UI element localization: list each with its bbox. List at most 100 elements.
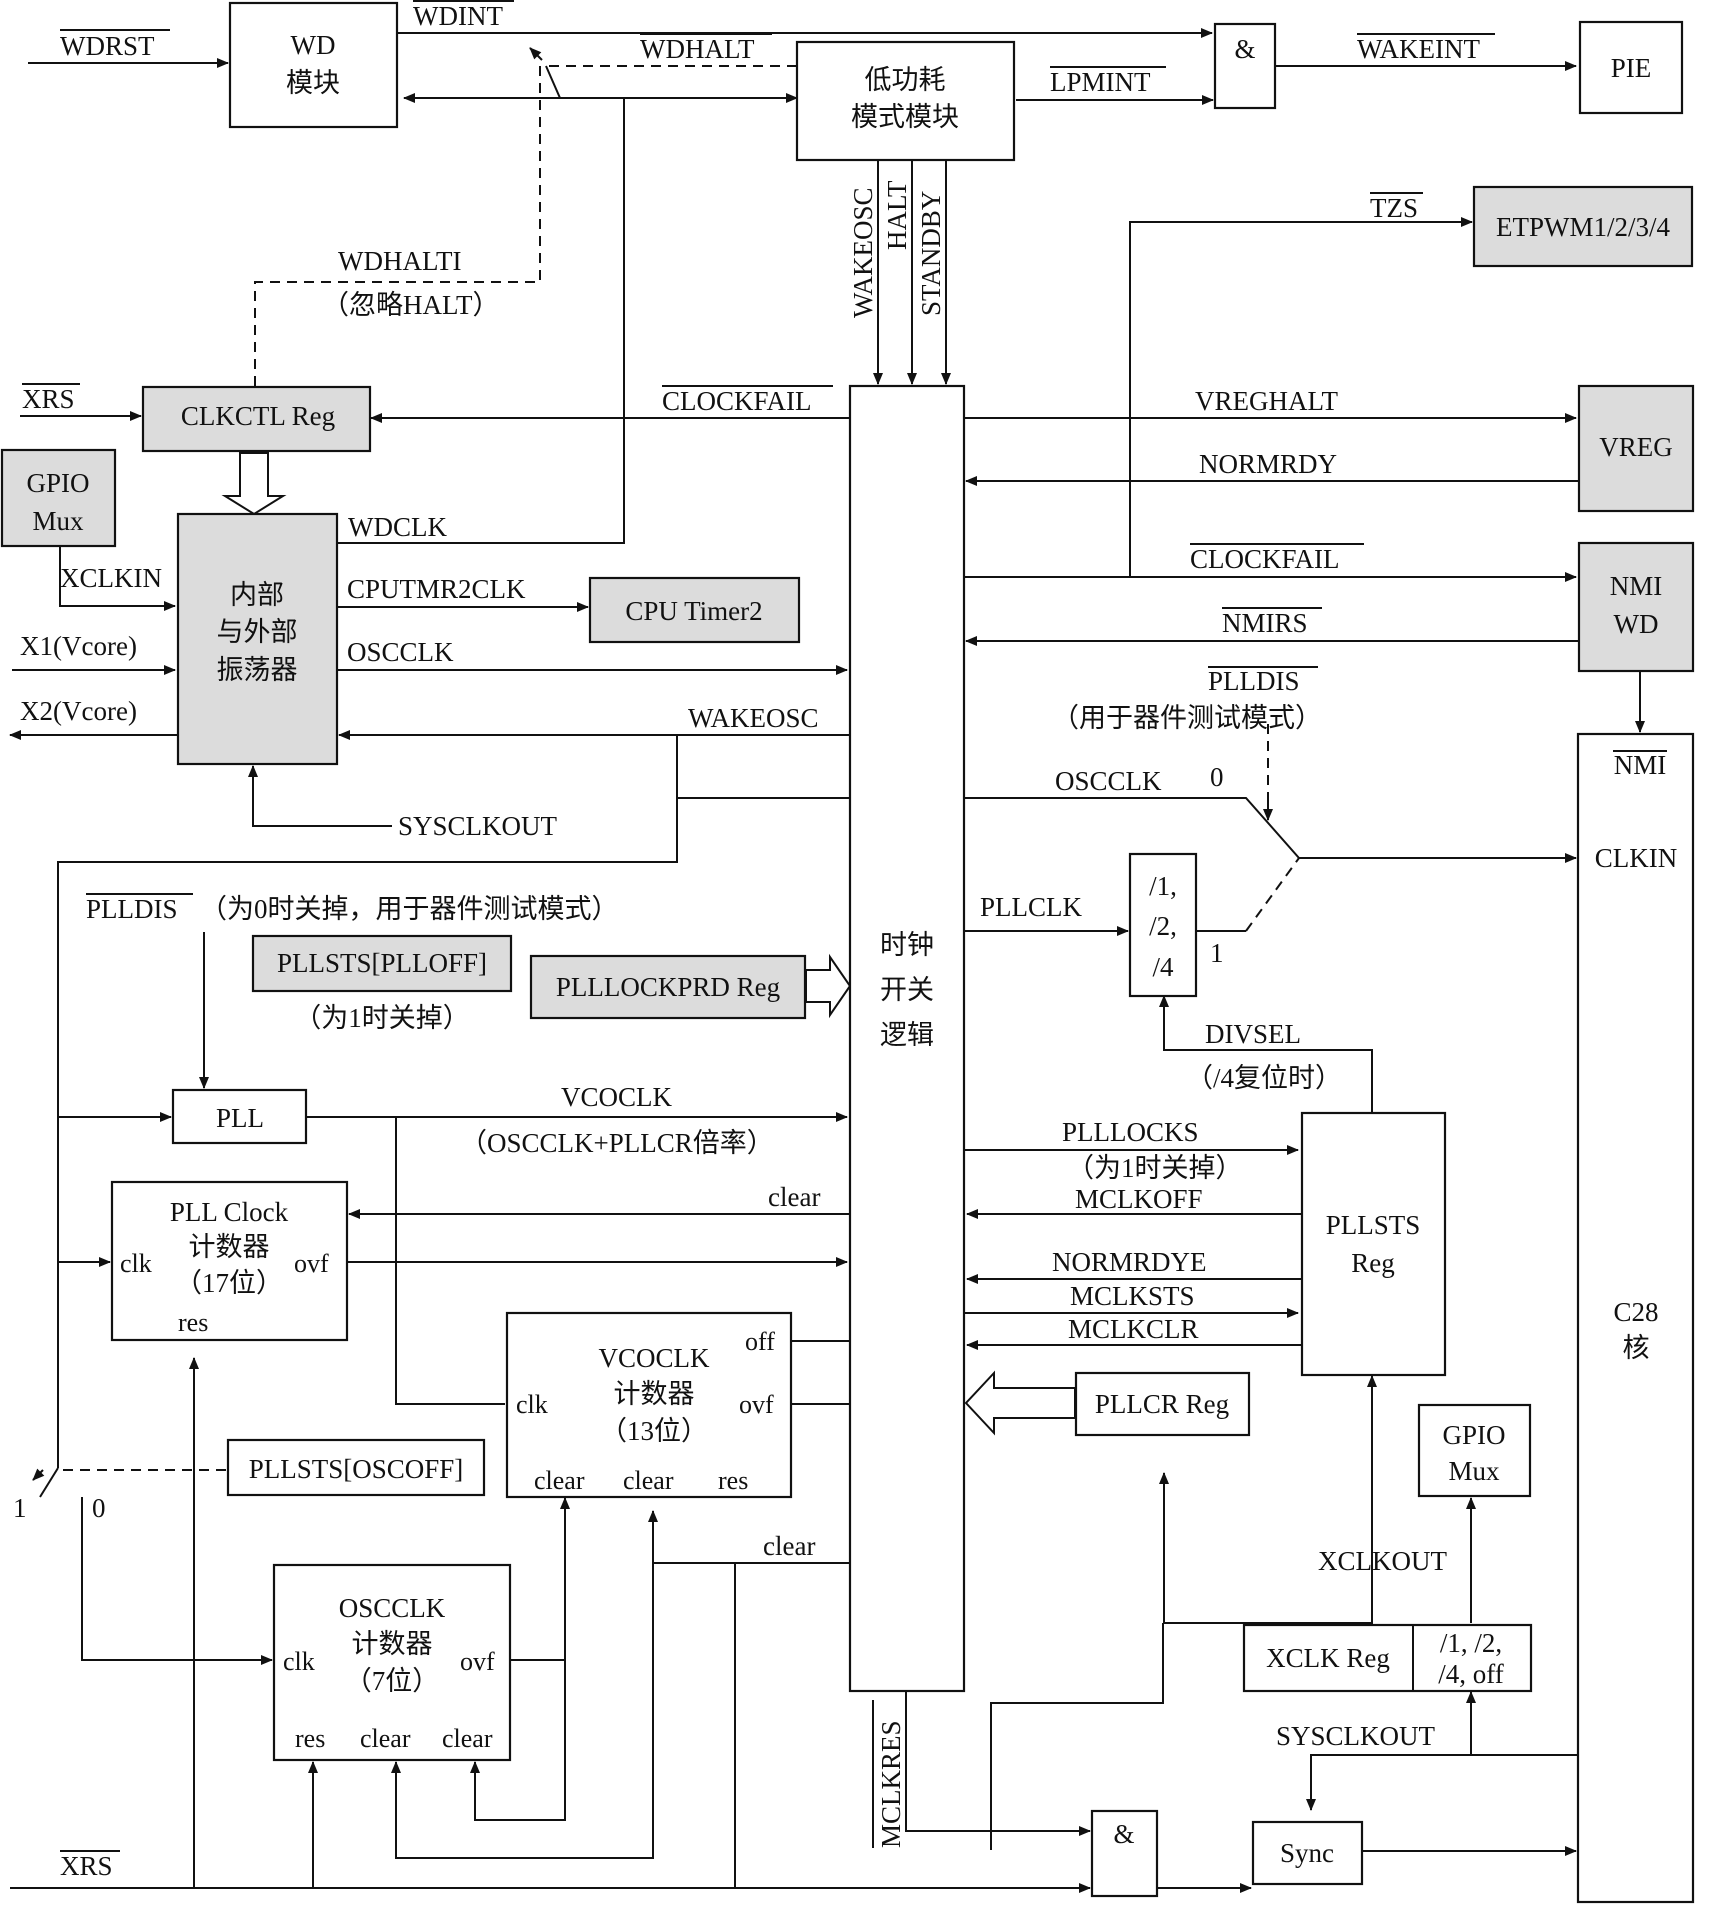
svg-text:（/4复位时）: （/4复位时）	[1186, 1063, 1342, 1093]
block-oscclk-counter: OSCCLK 计数器 （7位） clk ovf res clear clear	[272, 1563, 512, 1762]
block-and-gate-bottom: &	[1090, 1809, 1159, 1898]
svg-text:（为1时关掉）: （为1时关掉）	[1067, 1153, 1243, 1183]
svg-text:/1, /2,: /1, /2,	[1440, 1628, 1502, 1658]
svg-text:NMI: NMI	[1610, 571, 1663, 601]
svg-text:MCLKOFF: MCLKOFF	[1075, 1184, 1203, 1214]
svg-text:Sync: Sync	[1280, 1838, 1334, 1868]
svg-text:SYSCLKOUT: SYSCLKOUT	[398, 811, 558, 841]
svg-text:计数器: 计数器	[614, 1379, 695, 1409]
svg-text:开关: 开关	[880, 975, 934, 1005]
svg-text:/2,: /2,	[1149, 911, 1177, 941]
svg-text:MCLKCLR: MCLKCLR	[1068, 1314, 1199, 1344]
svg-text:&: &	[1234, 34, 1255, 64]
svg-text:DIVSEL: DIVSEL	[1205, 1019, 1301, 1049]
svg-text:PLLCR Reg: PLLCR Reg	[1095, 1389, 1229, 1419]
svg-text:PLLSTS: PLLSTS	[1326, 1210, 1421, 1240]
svg-text:OSCCLK: OSCCLK	[339, 1593, 446, 1623]
svg-text:0: 0	[1210, 762, 1224, 792]
block-etpwm: ETPWM1/2/3/4	[1472, 185, 1694, 268]
svg-text:PLLSTS[PLLOFF]: PLLSTS[PLLOFF]	[277, 948, 487, 978]
svg-text:GPIO: GPIO	[26, 468, 89, 498]
block-c28-core: C28 核 NMI CLKIN	[1576, 732, 1695, 1904]
svg-text:WDRST: WDRST	[60, 31, 155, 61]
svg-text:PLLDIS: PLLDIS	[1208, 666, 1300, 696]
svg-text:CLKIN: CLKIN	[1595, 843, 1678, 873]
svg-text:VREG: VREG	[1599, 432, 1673, 462]
block-gpio-mux-input: GPIO Mux	[0, 448, 117, 548]
svg-text:计数器: 计数器	[352, 1629, 433, 1659]
svg-text:PLLDIS: PLLDIS	[86, 894, 178, 924]
svg-text:res: res	[295, 1724, 325, 1753]
block-pie: PIE	[1578, 20, 1684, 115]
block-pllsts-reg: PLLSTS Reg	[1300, 1111, 1447, 1377]
svg-text:（为0时关掉，用于器件测试模式）: （为0时关掉，用于器件测试模式）	[200, 894, 619, 924]
svg-text:核: 核	[1623, 1333, 1650, 1363]
block-pllsts-oscoff: PLLSTS[OSCOFF]	[226, 1438, 486, 1497]
svg-text:WD: WD	[1614, 609, 1659, 639]
svg-text:/4: /4	[1152, 952, 1174, 982]
svg-text:SYSCLKOUT: SYSCLKOUT	[1276, 1721, 1436, 1751]
svg-text:XCLKIN: XCLKIN	[60, 563, 162, 593]
svg-text:（OSCCLK+PLLCR倍率）: （OSCCLK+PLLCR倍率）	[460, 1128, 774, 1158]
svg-text:clear: clear	[360, 1724, 411, 1753]
svg-text:WDINT: WDINT	[413, 1, 503, 31]
svg-text:res: res	[718, 1466, 748, 1495]
svg-text:clear: clear	[763, 1531, 815, 1561]
block-xclk-reg: XCLK Reg /1, /2, /4, off	[1242, 1623, 1533, 1693]
svg-text:clear: clear	[534, 1466, 585, 1495]
block-wd-module: WD 模块	[228, 1, 399, 129]
svg-text:LPMINT: LPMINT	[1050, 67, 1151, 97]
svg-text:XCLKOUT: XCLKOUT	[1318, 1546, 1447, 1576]
svg-text:WAKEOSC: WAKEOSC	[688, 703, 819, 733]
svg-text:CPU Timer2: CPU Timer2	[625, 596, 762, 626]
svg-text:NMIRS: NMIRS	[1222, 608, 1308, 638]
block-gpio-mux-output: GPIO Mux	[1417, 1403, 1532, 1498]
pllsts-plloff-note: （为1时关掉）	[294, 1003, 470, 1033]
svg-text:计数器: 计数器	[189, 1232, 270, 1262]
svg-text:VREGHALT: VREGHALT	[1195, 386, 1339, 416]
block-pll: PLL	[171, 1088, 308, 1145]
svg-text:NORMRDYE: NORMRDYE	[1052, 1247, 1207, 1277]
svg-text:OSCCLK: OSCCLK	[347, 637, 454, 667]
svg-text:低功耗: 低功耗	[865, 65, 946, 95]
svg-text:PLL: PLL	[216, 1103, 264, 1133]
svg-text:VCOCLK: VCOCLK	[561, 1082, 673, 1112]
svg-text:CPUTMR2CLK: CPUTMR2CLK	[347, 574, 526, 604]
svg-text:HALT: HALT	[882, 180, 912, 250]
block-low-power-mode: 低功耗 模式模块	[795, 40, 1016, 162]
svg-text:/4, off: /4, off	[1438, 1659, 1504, 1689]
svg-text:PLLLOCKPRD Reg: PLLLOCKPRD Reg	[556, 972, 780, 1002]
svg-text:clear: clear	[623, 1466, 674, 1495]
svg-text:（13位）: （13位）	[600, 1416, 708, 1446]
svg-text:ovf: ovf	[460, 1647, 495, 1676]
svg-text:（7位）: （7位）	[345, 1666, 440, 1696]
block-vcoclk-counter: VCOCLK 计数器 （13位） clk off ovf clear clear…	[505, 1311, 793, 1499]
svg-text:MCLKSTS: MCLKSTS	[1070, 1281, 1195, 1311]
svg-text:逻辑: 逻辑	[880, 1020, 934, 1050]
block-nmi-wd: NMI WD	[1577, 541, 1695, 673]
svg-text:0: 0	[92, 1493, 106, 1523]
block-vreg: VREG	[1577, 384, 1695, 513]
svg-text:ETPWM1/2/3/4: ETPWM1/2/3/4	[1496, 212, 1670, 242]
svg-text:clk: clk	[283, 1647, 315, 1676]
svg-text:X2(Vcore): X2(Vcore)	[20, 696, 137, 726]
svg-text:clk: clk	[120, 1249, 152, 1278]
svg-text:与外部: 与外部	[217, 617, 298, 647]
svg-text:内部: 内部	[230, 580, 284, 610]
svg-text:&: &	[1113, 1819, 1134, 1849]
block-oscillator: 内部 与外部 振荡器	[176, 512, 339, 766]
svg-text:XCLK Reg: XCLK Reg	[1266, 1643, 1390, 1673]
svg-text:Mux: Mux	[1448, 1456, 1500, 1486]
svg-text:Reg: Reg	[1351, 1248, 1395, 1278]
svg-text:XRS: XRS	[60, 1851, 113, 1881]
svg-text:WDHALT: WDHALT	[640, 34, 755, 64]
svg-text:CLKCTL Reg: CLKCTL Reg	[181, 401, 335, 431]
svg-text:WAKEOSC: WAKEOSC	[848, 187, 878, 318]
block-divider: /1, /2, /4	[1128, 852, 1198, 998]
svg-text:PIE: PIE	[1611, 53, 1652, 83]
svg-text:clear: clear	[442, 1724, 493, 1753]
block-and-gate-top: &	[1213, 22, 1277, 110]
svg-text:模式模块: 模式模块	[851, 102, 959, 132]
svg-text:振荡器: 振荡器	[217, 655, 298, 685]
svg-text:（17位）: （17位）	[175, 1268, 283, 1298]
